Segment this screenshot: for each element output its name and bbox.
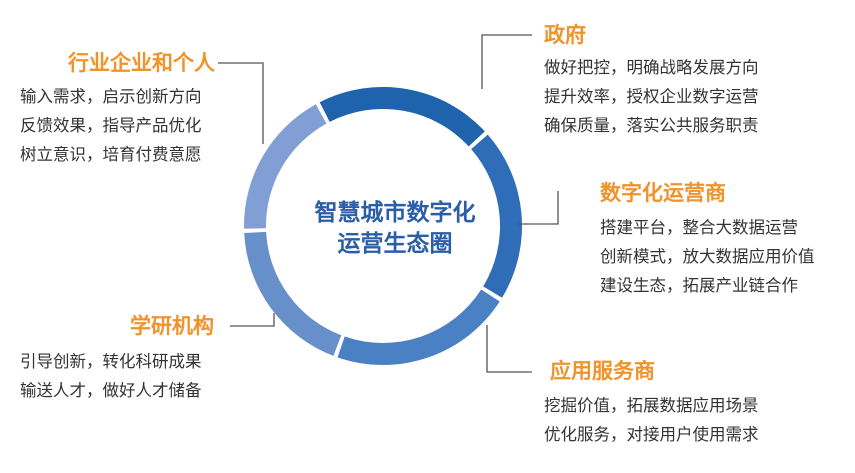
block-title: 政府 xyxy=(544,23,586,47)
segment-service xyxy=(337,289,500,365)
block-title: 数字化运营商 xyxy=(600,181,726,205)
block-line: 搭建平台，整合大数据运营 xyxy=(600,218,798,237)
block-line: 做好把控，明确战略发展方向 xyxy=(544,58,759,77)
segment-academia xyxy=(244,231,342,356)
connector-government xyxy=(481,34,532,89)
block-line: 挖掘价值，拓展数据应用场景 xyxy=(544,396,759,415)
block-government: 政府 做好把控，明确战略发展方向 提升效率，授权企业数字运营 确保质量，落实公共… xyxy=(544,22,759,140)
block-academia: 学研机构 引导创新，转化科研成果 输送人才，做好人才储备 xyxy=(20,313,214,405)
block-line: 反馈效果，指导产品优化 xyxy=(20,116,202,135)
block-line: 提升效率，授权企业数字运营 xyxy=(544,87,759,106)
segment-industry xyxy=(244,104,327,229)
block-operator: 数字化运营商 搭建平台，整合大数据运营 创新模式，放大数据应用价值 建设生态，拓… xyxy=(600,180,815,300)
connector-academia xyxy=(230,313,275,327)
connector-service xyxy=(486,325,532,373)
block-line: 创新模式，放大数据应用价值 xyxy=(600,247,815,266)
center-line-1: 智慧城市数字化 xyxy=(314,200,476,226)
block-title: 行业企业和个人 xyxy=(68,51,215,75)
block-industry: 行业企业和个人 输入需求，启示创新方向 反馈效果，指导产品优化 树立意识，培育付… xyxy=(20,50,215,169)
block-line: 引导创新，转化科研成果 xyxy=(20,352,202,371)
block-line: 确保质量，落实公共服务职责 xyxy=(544,116,759,135)
block-title: 应用服务商 xyxy=(550,359,655,383)
center-line-2: 运营生态圈 xyxy=(337,231,453,257)
block-title: 学研机构 xyxy=(130,314,214,338)
segment-government xyxy=(319,87,485,147)
segment-operator xyxy=(471,134,522,298)
connector-operator xyxy=(518,191,559,225)
connector-industry xyxy=(218,62,264,144)
block-line: 建设生态，拓展产业链合作 xyxy=(600,276,798,295)
block-line: 输入需求，启示创新方向 xyxy=(20,87,202,106)
center-label: 智慧城市数字化 运营生态圈 xyxy=(300,198,490,260)
block-line: 输送人才，做好人才储备 xyxy=(20,381,202,400)
block-line: 优化服务，对接用户使用需求 xyxy=(544,425,759,444)
block-service: 应用服务商 挖掘价值，拓展数据应用场景 优化服务，对接用户使用需求 xyxy=(544,358,759,449)
block-line: 树立意识，培育付费意愿 xyxy=(20,145,202,164)
